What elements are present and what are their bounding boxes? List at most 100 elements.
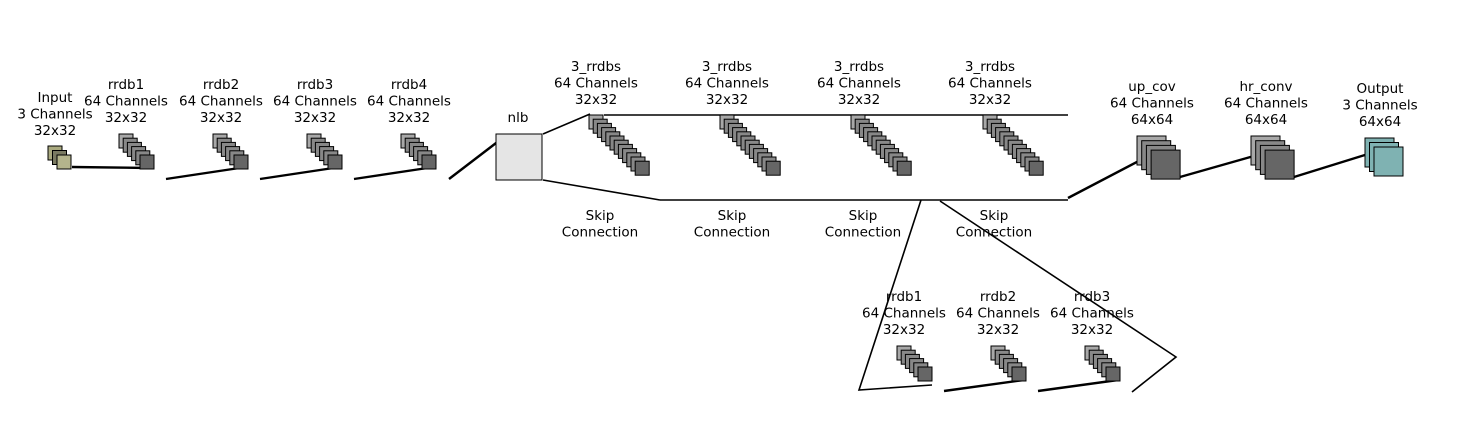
sub_rrdb2-label-line: 32x32 <box>977 322 1019 338</box>
rrdbs_1-block-front <box>634 160 650 176</box>
output-label-line: 3 Channels <box>1342 97 1417 113</box>
skip-connection-label-line: Skip <box>718 208 747 224</box>
input-label-line: 32x32 <box>34 123 76 139</box>
rrdb2-label-line: rrdb2 <box>203 77 239 93</box>
sub_rrdb3-label-line: 64 Channels <box>1050 305 1134 321</box>
skip-connection-label-line: Connection <box>694 224 770 240</box>
skip-connection-label-line: Skip <box>980 208 1009 224</box>
nlb-label-line: nlb <box>508 110 529 126</box>
skip-connection-label-line: Connection <box>956 224 1032 240</box>
hr_conv-stack <box>1250 135 1295 180</box>
input-label-line: 3 Channels <box>17 106 92 122</box>
rrdb1-label-line: 64 Channels <box>84 93 168 109</box>
sub_rrdb3-label-line: rrdb3 <box>1074 289 1110 305</box>
rrdb3-label-line: rrdb3 <box>297 77 333 93</box>
rrdb1-label-line: 32x32 <box>105 110 147 126</box>
rrdbs_1-label-line: 32x32 <box>575 92 617 108</box>
rrdbs_4-label-line: 3_rrdbs <box>965 59 1015 75</box>
up_cov-label-line: 64x64 <box>1131 112 1173 128</box>
edge-sub-rrdb2-rrdb3 <box>1037 378 1119 393</box>
edge-nlb-bottom <box>542 179 661 201</box>
rrdbs_3-label-line: 3_rrdbs <box>834 59 884 75</box>
rrdb4-stack <box>400 133 437 170</box>
rrdb3-block-front <box>327 154 343 170</box>
rrdbs_3-label-line: 64 Channels <box>817 75 901 91</box>
hr_conv-label-line: 64x64 <box>1245 112 1287 128</box>
up_cov-stack <box>1136 135 1181 180</box>
edge-rrdb4-nlb <box>448 139 501 180</box>
rrdbs_2-block-front <box>765 160 781 176</box>
layer-blocks <box>47 114 1404 382</box>
rrdb4-label-line: 32x32 <box>388 110 430 126</box>
edge-rrdb1-rrdb2 <box>165 165 247 181</box>
nlb-label: nlb <box>508 110 529 126</box>
hr_conv-label-line: 64 Channels <box>1224 95 1308 111</box>
rrdbs_1-label-line: 3_rrdbs <box>571 59 621 75</box>
nlb-block <box>495 133 543 181</box>
rrdbs_2-label-line: 32x32 <box>706 92 748 108</box>
skip-connection-label-line: Skip <box>849 208 878 224</box>
rrdb2-label-line: 64 Channels <box>179 93 263 109</box>
rrdbs_2-label-line: 3_rrdbs <box>702 59 752 75</box>
rrdbs_1-label-line: 64 Channels <box>554 75 638 91</box>
sub_rrdb1-label-line: 32x32 <box>883 322 925 338</box>
up_cov-label-line: up_cov <box>1128 79 1176 95</box>
zoom-line-right <box>939 200 1178 393</box>
output-label-line: 64x64 <box>1359 114 1401 130</box>
rrdbs_3-label-line: 32x32 <box>838 92 880 108</box>
rrdbs_4-stack <box>982 114 1044 176</box>
sub_rrdb2-stack <box>990 345 1027 382</box>
edge-input-rrdb1 <box>71 165 153 170</box>
rrdb1-block-front <box>139 154 155 170</box>
rrdbs_1-stack <box>588 114 650 176</box>
rrdb1-stack <box>118 133 155 170</box>
sub_rrdb1-label-line: rrdb1 <box>886 289 922 305</box>
rrdb4-label-line: 64 Channels <box>367 93 451 109</box>
rrdb4-label-line: rrdb4 <box>391 77 427 93</box>
sub_rrdb2-block-front <box>1011 366 1027 382</box>
sub_rrdb1-stack <box>896 345 933 382</box>
edge-rrdb2-rrdb3 <box>259 165 341 181</box>
rrdbs_2-stack <box>719 114 781 176</box>
rrdb1-label-line: rrdb1 <box>108 77 144 93</box>
edge-nlb-top <box>542 113 591 135</box>
rrdbs_4-block-front <box>1028 160 1044 176</box>
rrdbs_2-label-line: 64 Channels <box>685 75 769 91</box>
hr_conv-label-line: hr_conv <box>1239 79 1292 95</box>
rrdb4-block-front <box>421 154 437 170</box>
input-label-line: Input <box>38 90 73 106</box>
rrdb3-label-line: 64 Channels <box>273 93 357 109</box>
skip-connection-label-line: Connection <box>825 224 901 240</box>
zoom-line-left <box>857 199 933 391</box>
sub_rrdb2-label-line: rrdb2 <box>980 289 1016 305</box>
up_cov-label-line: 64 Channels <box>1110 95 1194 111</box>
rrdbs_4-label-line: 64 Channels <box>948 75 1032 91</box>
skip-connection-label-line: Connection <box>562 224 638 240</box>
sub_rrdb3-label-line: 32x32 <box>1071 322 1113 338</box>
sub_rrdb1-block-front <box>917 366 933 382</box>
edge-rrdb3-rrdb4 <box>353 165 435 181</box>
up_cov-block-front <box>1150 149 1181 180</box>
output-label-line: Output <box>1357 81 1404 97</box>
rrdb2-label-line: 32x32 <box>200 110 242 126</box>
rrdb3-stack <box>306 133 343 170</box>
output-block-front <box>1373 146 1404 177</box>
